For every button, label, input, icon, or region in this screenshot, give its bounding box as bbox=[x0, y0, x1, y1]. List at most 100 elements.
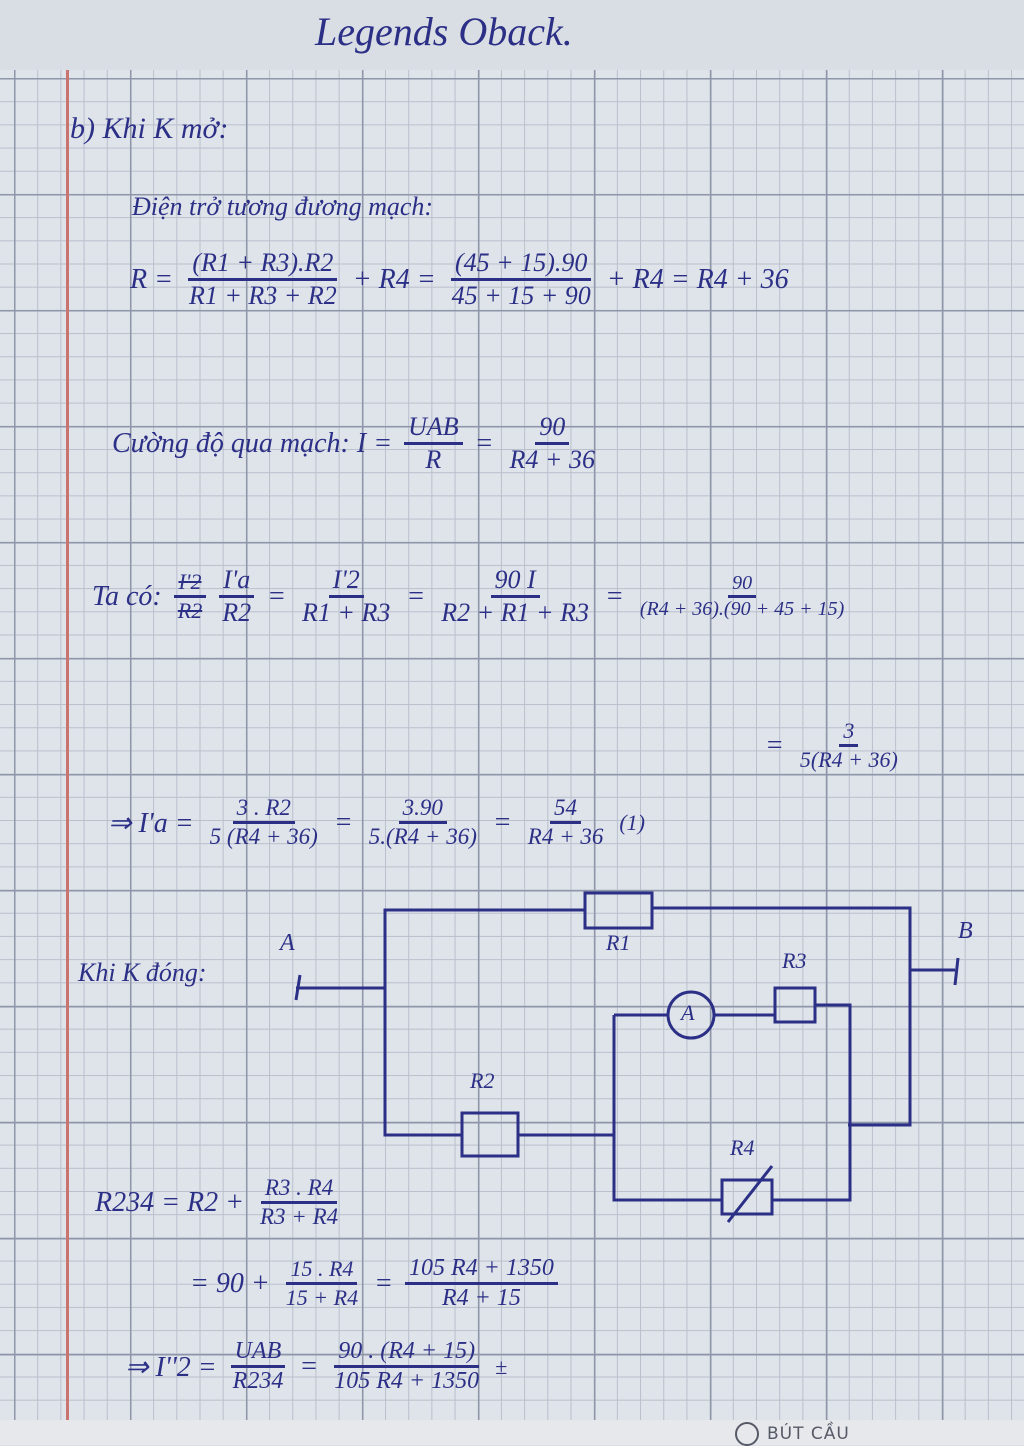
eq-tag: ± bbox=[495, 1353, 508, 1379]
numerator: R3 . R4 bbox=[260, 1175, 338, 1204]
numerator: (R1 + R3).R2 bbox=[188, 248, 338, 281]
eq-text: = 90 + bbox=[190, 1267, 270, 1299]
denominator: 5(R4 + 36) bbox=[799, 747, 898, 772]
equals-sign: = bbox=[267, 580, 287, 612]
fraction: 90(R4 + 36).(90 + 45 + 15) bbox=[636, 572, 848, 621]
denominator: 5 (R4 + 36) bbox=[209, 824, 318, 849]
brand-text: BÚT CẦU bbox=[767, 1424, 850, 1444]
denominator: R4 + 36 bbox=[527, 824, 604, 849]
denominator: R bbox=[425, 445, 442, 474]
eq-tag: (1) bbox=[619, 809, 645, 835]
eq-text: + R4 = bbox=[352, 263, 436, 295]
ammeter-label: A bbox=[681, 1000, 695, 1025]
denominator: 45 + 15 + 90 bbox=[451, 281, 591, 310]
denominator: R1 + R3 bbox=[302, 598, 391, 627]
resistor-r2 bbox=[460, 1111, 520, 1158]
eq-lhs: R = bbox=[130, 263, 173, 295]
denominator: R4 + 15 bbox=[442, 1285, 521, 1311]
numerator: I'2 bbox=[174, 569, 206, 598]
denominator: R1 + R3 + R2 bbox=[189, 281, 337, 310]
equals-sign: = bbox=[406, 580, 426, 612]
eq-lhs: ⇒ I''2 = bbox=[125, 1351, 217, 1383]
numerator: 90 . (R4 + 15) bbox=[334, 1338, 480, 1368]
eq-text: Cường độ qua mạch: I = bbox=[112, 427, 393, 459]
eq-text: + R4 = R4 + 36 bbox=[606, 263, 789, 295]
denominator: R2 + R1 + R3 bbox=[441, 598, 589, 627]
denominator: (R4 + 36).(90 + 45 + 15) bbox=[639, 598, 845, 620]
numerator: UAB bbox=[230, 1338, 286, 1368]
numerator: 3 . R2 bbox=[232, 795, 295, 824]
numerator: I'a bbox=[219, 565, 255, 598]
numerator: 90 bbox=[535, 412, 570, 445]
eq-text: = bbox=[474, 427, 494, 459]
section-label: Khi K đóng: bbox=[78, 958, 207, 987]
numerator: 3 bbox=[839, 718, 859, 747]
denominator: 105 R4 + 1350 bbox=[334, 1368, 480, 1394]
fraction: 90 . (R4 + 15)105 R4 + 1350 bbox=[330, 1338, 483, 1395]
numerator: 3.90 bbox=[398, 795, 447, 824]
numerator: 15 . R4 bbox=[286, 1256, 358, 1285]
numerator: 90 bbox=[728, 572, 757, 598]
brand-logo-icon bbox=[735, 1422, 759, 1446]
numerator: I'2 bbox=[328, 565, 364, 598]
denominator: R2 bbox=[222, 598, 252, 627]
resistor-r3 bbox=[773, 986, 817, 1024]
node-a-label: A bbox=[280, 930, 295, 956]
numerator: 90 I bbox=[490, 565, 540, 598]
r4-label: R4 bbox=[730, 1135, 755, 1160]
notebook-brand: BÚT CẦU bbox=[735, 1422, 850, 1446]
numerator: 54 bbox=[550, 795, 582, 824]
numerator: UAB bbox=[404, 412, 463, 445]
eq-lhs: ⇒ I'a = bbox=[108, 807, 194, 839]
text-line: Điện trở tương đương mạch: bbox=[132, 192, 434, 221]
equals-sign: = bbox=[374, 1267, 393, 1299]
equals-sign: = bbox=[299, 1350, 319, 1382]
denominator: R4 + 36 bbox=[509, 445, 595, 474]
eq-lhs: R234 = R2 + bbox=[95, 1186, 244, 1218]
page-bottom bbox=[0, 1420, 1024, 1445]
equals-sign: = bbox=[765, 729, 784, 761]
equals-sign: = bbox=[492, 806, 512, 838]
denominator: R234 bbox=[232, 1368, 284, 1394]
r2-label: R2 bbox=[470, 1068, 495, 1093]
denominator: 15 + R4 bbox=[285, 1285, 359, 1310]
denominator: R2 bbox=[177, 598, 203, 623]
resistor-r1 bbox=[583, 891, 654, 930]
eq-text: Ta có: bbox=[92, 580, 162, 612]
numerator: 105 R4 + 1350 bbox=[405, 1255, 558, 1285]
numerator: (45 + 15).90 bbox=[451, 248, 592, 281]
rheostat-r4 bbox=[720, 1178, 774, 1216]
section-label: b) Khi K mở: bbox=[70, 112, 229, 145]
margin-line bbox=[66, 70, 69, 1420]
equals-sign: = bbox=[604, 580, 624, 612]
equals-sign: = bbox=[333, 806, 353, 838]
ammeter bbox=[666, 990, 716, 1040]
node-b-label: B bbox=[958, 918, 973, 944]
denominator: R3 + R4 bbox=[260, 1204, 339, 1229]
r3-label: R3 bbox=[782, 948, 807, 973]
page-header: Legends Oback. bbox=[315, 9, 573, 54]
